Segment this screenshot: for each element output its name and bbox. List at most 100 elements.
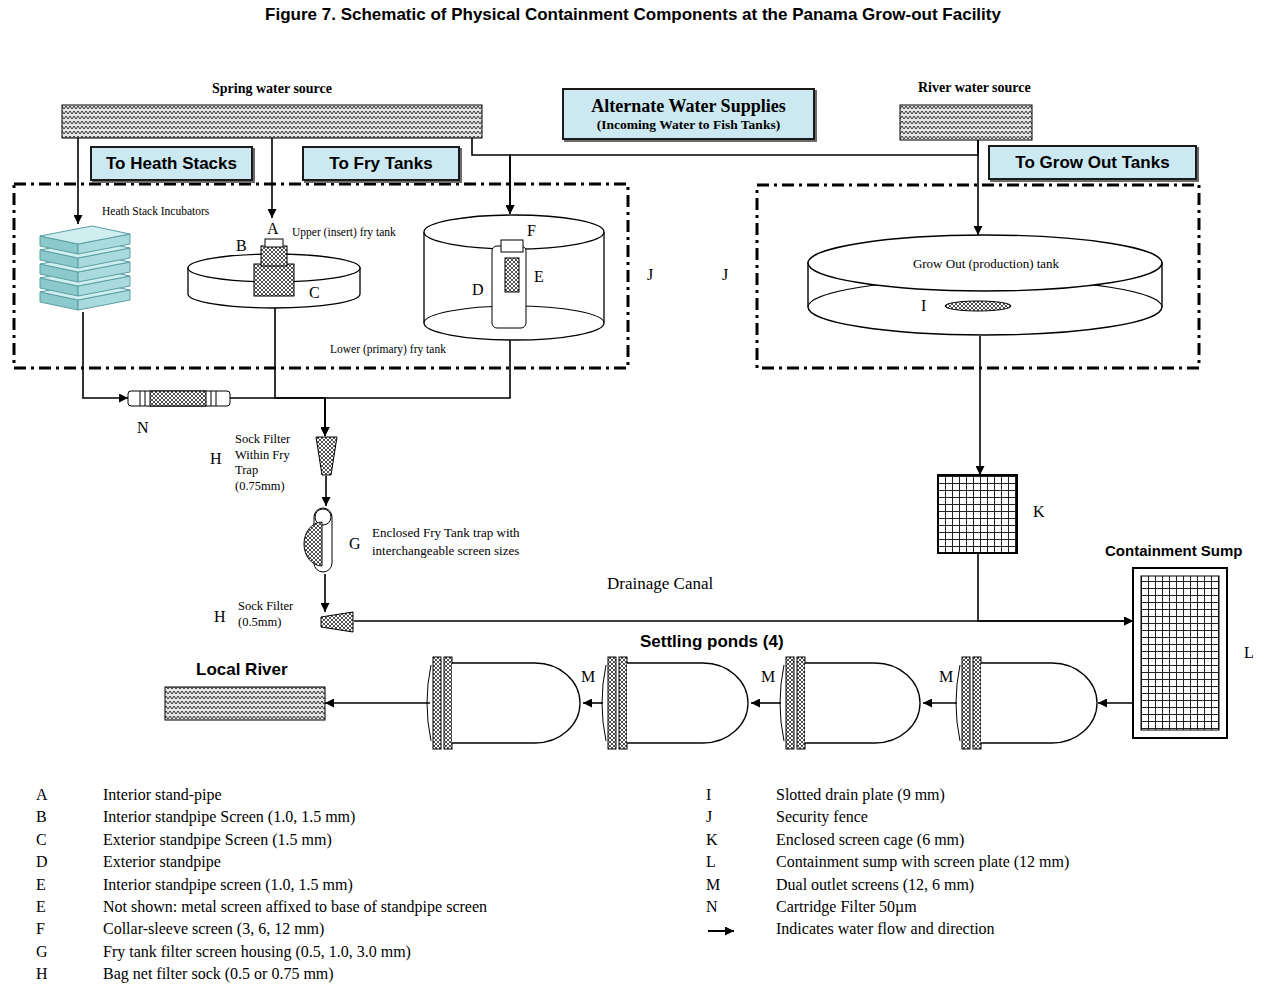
key-description: Containment sump with screen plate (12 m… — [776, 853, 1069, 871]
fry-tank: Lower (primary) fry tank — [424, 214, 604, 340]
key-description: Slotted drain plate (9 mm) — [776, 786, 945, 804]
flow-line — [324, 574, 326, 612]
flow-line — [325, 702, 430, 704]
outlet-screen — [797, 657, 805, 749]
key-description: Dual outlet screens (12, 6 mm) — [776, 876, 974, 894]
outlet-screen — [973, 657, 981, 749]
sump-frame — [1133, 568, 1227, 738]
flow-line — [1098, 702, 1133, 704]
flow-line — [978, 553, 1133, 621]
production-tank: Grow Out (production) tank — [806, 235, 1166, 336]
node-label: L — [1244, 644, 1254, 662]
key-description: Cartridge Filter 50µm — [776, 898, 917, 916]
key-letter: L — [706, 853, 716, 871]
callout-letter: E — [534, 268, 544, 286]
fence-outline — [14, 184, 628, 368]
flow-tag: To Grow Out Tanks — [988, 145, 1197, 180]
figure-title: Figure 7. Schematic of Physical Containm… — [0, 5, 1266, 25]
node-label: Heath Stack Incubators — [102, 205, 209, 217]
local-river-band — [165, 687, 325, 720]
key-description: Interior stand-pipe — [103, 786, 222, 804]
node-label: Sock Filter Within Fry Trap (0.75mm) — [235, 432, 303, 494]
growout-tank-drawing — [808, 235, 1162, 335]
node-label: Grow Out (production) tank — [806, 256, 1166, 272]
key-description: Interior standpipe screen (1.0, 1.5 mm) — [103, 876, 353, 894]
node-label: Settling ponds (4) — [640, 632, 784, 652]
upper-tank-drawing — [188, 239, 360, 308]
exterior-screen — [254, 264, 294, 296]
pond-drawing — [956, 657, 1097, 749]
key-description: Enclosed screen cage (6 mm) — [776, 831, 964, 849]
key-description: Security fence — [776, 808, 868, 826]
interior-screen — [261, 246, 287, 266]
outlet-screen — [444, 657, 452, 749]
containment-sump: Containment SumpL — [1133, 568, 1227, 738]
filter-media — [150, 391, 206, 406]
key-letter: C — [36, 831, 47, 849]
node-label: To Heath Stacks — [106, 154, 237, 174]
water-source: River water source — [900, 105, 1032, 140]
screen-cage: K — [938, 475, 1017, 553]
collar-sleeve — [501, 240, 523, 252]
incubator-stack: Heath Stack Incubators — [38, 224, 132, 312]
node-label: H — [210, 450, 222, 468]
flow-line — [472, 138, 510, 214]
cartridge-filter: N — [128, 389, 230, 407]
key-letter: K — [706, 831, 718, 849]
key-letter: H — [36, 965, 48, 983]
outlet-screen — [433, 657, 441, 749]
key-letter: E — [36, 898, 46, 916]
sock-filter: HSock Filter Within Fry Trap (0.75mm) — [315, 436, 337, 476]
flow-line — [977, 140, 979, 235]
key-letter: N — [706, 898, 718, 916]
pond-body — [627, 663, 748, 743]
sock-drawing — [316, 437, 337, 475]
node-label: (Incoming Water to Fish Tanks) — [597, 117, 780, 133]
key-letter: M — [706, 876, 720, 894]
pond-body — [981, 663, 1097, 743]
node-label: Enclosed Fry Tank trap with interchangea… — [372, 524, 567, 560]
node-label: To Grow Out Tanks — [1015, 153, 1169, 173]
slab-top — [40, 226, 130, 244]
sock-drawing — [321, 612, 353, 632]
flow-line — [325, 476, 327, 506]
key-description: Bag net filter sock (0.5 or 0.75 mm) — [103, 965, 334, 983]
key-letter: J — [706, 808, 712, 826]
node-label: To Fry Tanks — [329, 154, 432, 174]
key-description: Collar-sleeve screen (3, 6, 12 mm) — [103, 920, 324, 938]
key-description: Not shown: metal screen affixed to base … — [103, 898, 487, 916]
interior-screen — [505, 258, 519, 292]
node-label: G — [349, 535, 361, 553]
river-outlet: Local River — [165, 687, 325, 720]
note-box: Alternate Water Supplies(Incoming Water … — [562, 88, 815, 140]
legend-text: Indicates water flow and direction — [776, 920, 995, 938]
pond-body — [452, 663, 580, 743]
filter-rings — [140, 391, 216, 406]
pond-drawing — [602, 657, 748, 749]
outlet-screen — [608, 657, 616, 749]
pond-drawing — [780, 657, 920, 749]
node-label: Spring water source — [62, 81, 482, 97]
key-description: Exterior standpipe — [103, 853, 221, 871]
node-label: Alternate Water Supplies — [591, 96, 785, 117]
standpipe-cap — [265, 239, 283, 247]
callout-letter: F — [527, 222, 536, 240]
key-letter: A — [36, 786, 48, 804]
flow-line — [230, 398, 325, 436]
node-label: Lower (primary) fry tank — [330, 343, 446, 355]
pond-body — [805, 663, 920, 743]
callout-letter: A — [267, 220, 279, 238]
fry-trap: GEnclosed Fry Tank trap with interchange… — [300, 506, 343, 574]
flow-line — [83, 312, 128, 398]
lower-tank-drawing — [424, 215, 604, 340]
key-description: Interior standpipe Screen (1.0, 1.5 mm) — [103, 808, 355, 826]
sump-screen — [1141, 576, 1219, 730]
callout-letter: M — [939, 668, 953, 686]
flow-line — [979, 336, 981, 475]
spring-band — [62, 105, 482, 138]
node-label: N — [137, 419, 149, 437]
node-label: Containment Sump — [1105, 542, 1243, 559]
key-letter: G — [36, 943, 48, 961]
callout-letter: C — [309, 284, 320, 302]
cartridge-drawing — [128, 391, 230, 406]
